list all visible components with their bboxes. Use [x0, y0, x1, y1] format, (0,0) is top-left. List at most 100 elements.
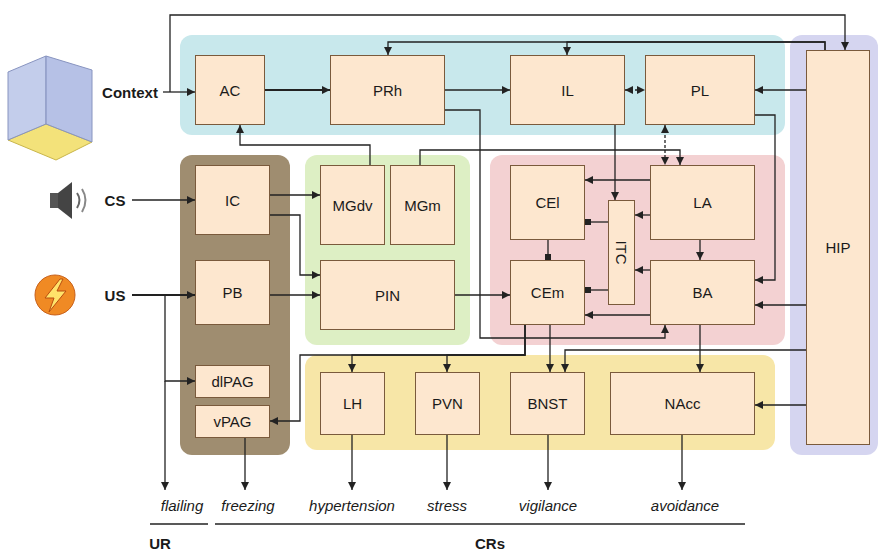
region-name: BA [692, 284, 712, 301]
projection-arrow [567, 42, 825, 55]
brain-region-box: dlPAG [195, 365, 270, 398]
projection-arrow [635, 214, 650, 215]
projection-arrow [625, 89, 645, 90]
projection-arrow [445, 110, 665, 338]
lightning-bolt [45, 279, 66, 312]
brain-region-box: CEm [510, 260, 585, 325]
region-name: PRh [373, 82, 402, 99]
response-label: hypertension [309, 497, 395, 514]
region-name: ITC [613, 240, 630, 264]
region-name: PVN [432, 395, 463, 412]
sound-wave [82, 189, 86, 212]
projection-arrow [270, 215, 320, 275]
brain-region-box: IC [195, 165, 270, 235]
brain-region-box: LA [650, 165, 755, 240]
inhibitory-connector [547, 240, 548, 260]
cortex-band [180, 35, 785, 135]
projection-arrow [420, 150, 680, 165]
projection-arrow [664, 125, 665, 165]
input-arrow [165, 295, 195, 381]
sound-wave [77, 193, 80, 208]
shock-icon [35, 275, 75, 315]
projection-arrow [447, 325, 525, 372]
brain-region-box: PVN [415, 372, 480, 435]
brain-region-box: PL [645, 55, 755, 125]
projection-arrow [445, 89, 510, 90]
brainstem-band [180, 155, 290, 455]
output-arrow [547, 435, 548, 490]
region-name: MGdv [332, 197, 372, 214]
brain-region-box: IL [510, 55, 625, 125]
region-name: dlPAG [211, 373, 253, 390]
context-chamber [8, 56, 92, 160]
output-arrow [164, 381, 165, 490]
brain-region-box: vPAG [195, 405, 270, 438]
response-label: avoidance [651, 497, 719, 514]
response-label: flailing [161, 497, 204, 514]
projection-arrow [388, 42, 825, 55]
projection-arrow [549, 325, 550, 372]
output-arrow [681, 435, 682, 490]
brain-region-box: PRh [330, 55, 445, 125]
projection-arrow [352, 325, 525, 372]
brain-region-box: CEl [510, 165, 585, 240]
region-name: HIP [825, 239, 850, 256]
projection-arrow [270, 194, 320, 195]
projection-arrow [565, 350, 806, 372]
amygdala-band [490, 155, 785, 345]
region-name: CEl [535, 194, 559, 211]
region-name: BNST [527, 395, 567, 412]
response-label: stress [427, 497, 467, 514]
region-name: LA [693, 194, 711, 211]
projection-arrow [270, 294, 320, 295]
hippocampus-band [790, 35, 878, 455]
brain-region-box: MGdv [320, 165, 385, 245]
shock-disc [35, 275, 75, 315]
brain-region-box: HIP [806, 50, 870, 445]
projection-arrow [755, 304, 806, 305]
projection-arrow [755, 404, 806, 405]
brain-region-box: LH [320, 372, 385, 435]
region-name: vPAG [213, 413, 251, 430]
output-arrow [244, 438, 245, 490]
group-underline [150, 523, 208, 524]
projection-arrow [240, 125, 370, 165]
projection-arrow [755, 115, 775, 280]
speaker-cone [58, 182, 72, 219]
chamber-wall [46, 56, 92, 142]
brain-region-box: PIN [320, 260, 455, 330]
speaker-icon [50, 182, 86, 219]
brain-region-box: AC [195, 55, 265, 125]
projection-arrow [614, 125, 615, 200]
response-label: freezing [221, 497, 274, 514]
group-label: CRs [475, 535, 505, 552]
projection-arrow [585, 314, 650, 315]
brain-region-box: BA [650, 260, 755, 325]
input-arrow [163, 91, 195, 92]
output-band [305, 355, 775, 450]
region-name: CEm [531, 284, 564, 301]
brain-region-box: MGm [390, 165, 455, 245]
region-name: NAcc [665, 395, 701, 412]
input-arrow [132, 294, 195, 296]
inhibitory-connector [585, 221, 608, 222]
brain-region-box: ITC [608, 200, 635, 305]
group-label: UR [149, 535, 171, 552]
brain-region-box: NAcc [610, 372, 755, 435]
projection-arrow [699, 240, 700, 260]
projection-arrow [755, 89, 806, 90]
region-name: IL [561, 82, 574, 99]
projection-arrow [265, 89, 330, 91]
inhibitory-connector [585, 289, 608, 290]
region-name: IC [225, 192, 240, 209]
region-name: MGm [404, 197, 441, 214]
stimulus-label: US [105, 287, 126, 304]
thalamus-band [305, 155, 470, 345]
region-name: PIN [375, 287, 400, 304]
projection-arrow [635, 269, 650, 270]
response-label: vigilance [519, 497, 577, 514]
stimulus-label: CS [105, 192, 126, 209]
brain-region-box: BNST [510, 372, 585, 435]
input-arrow [132, 199, 195, 200]
